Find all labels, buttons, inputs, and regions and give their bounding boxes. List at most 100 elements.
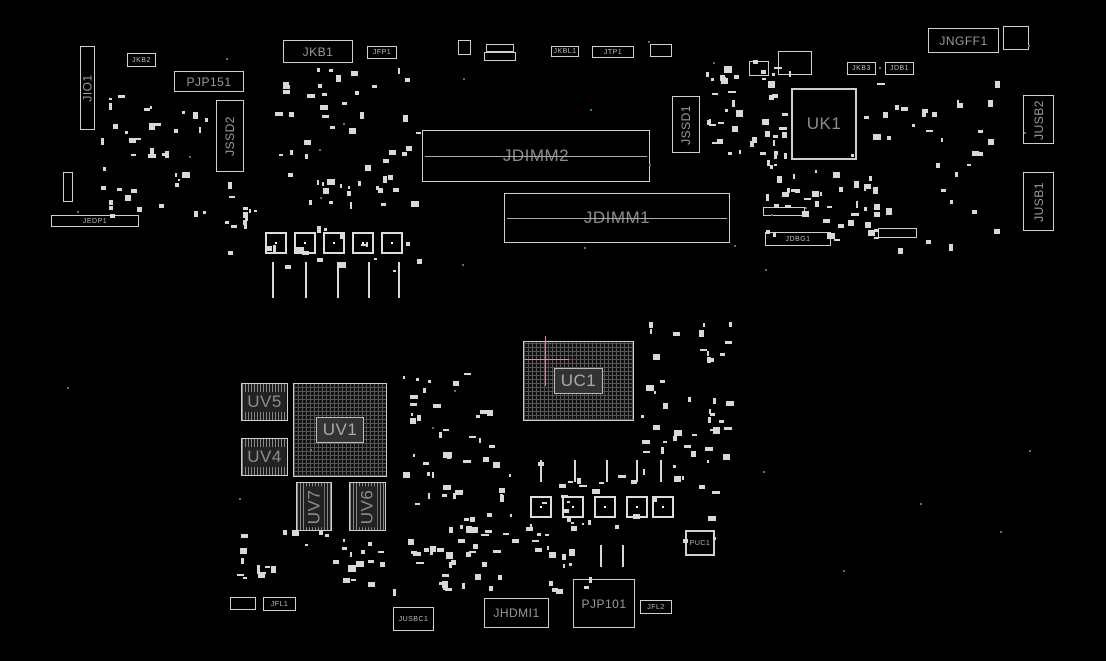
component-PUC1[interactable]: PUC1: [685, 530, 715, 556]
component-UV1[interactable]: UV1: [293, 383, 387, 477]
smd-part: [131, 188, 137, 193]
smd-part: [243, 220, 248, 226]
via: [1029, 450, 1032, 453]
component-JKBL1[interactable]: JKBL1: [551, 46, 579, 57]
smd-part: [752, 137, 758, 143]
connector-unlabeled[interactable]: [650, 44, 672, 57]
smd-part: [724, 341, 732, 345]
smd-part: [941, 137, 944, 142]
component-JKB1[interactable]: JKB1: [283, 40, 353, 63]
component-JFP1[interactable]: JFP1: [367, 46, 397, 59]
smd-part: [489, 585, 493, 591]
connector-unlabeled[interactable]: [486, 44, 514, 52]
smd-part: [321, 115, 329, 118]
smd-part: [317, 257, 323, 263]
connector-unlabeled[interactable]: [878, 228, 917, 238]
smd-part: [173, 128, 179, 134]
smd-part: [712, 427, 720, 434]
component-UK1[interactable]: UK1: [791, 88, 857, 160]
component-JNGFF1[interactable]: JNGFF1: [928, 28, 999, 53]
smd-part: [771, 73, 775, 77]
smd-part: [194, 211, 199, 218]
smd-part: [706, 350, 710, 357]
smd-part: [308, 200, 312, 205]
component-JSSD2[interactable]: JSSD2: [216, 100, 244, 172]
component-JDIMM1[interactable]: JDIMM1: [504, 193, 730, 243]
smd-part: [559, 484, 566, 488]
inductor: [652, 496, 674, 518]
component-UC1[interactable]: UC1: [523, 341, 634, 421]
smd-part: [378, 550, 384, 553]
component-UV4[interactable]: UV4: [241, 438, 288, 476]
smd-part: [242, 207, 249, 210]
smd-part: [243, 224, 248, 229]
smd-part: [567, 500, 570, 504]
connector-unlabeled[interactable]: [484, 52, 516, 61]
smd-part: [707, 417, 711, 424]
component-JHDMI1[interactable]: JHDMI1: [484, 598, 549, 628]
smd-part: [466, 526, 472, 533]
component-JKB2[interactable]: JKB2: [127, 53, 156, 67]
smd-part: [328, 68, 333, 72]
component-JDB1[interactable]: JDB1: [885, 62, 914, 75]
smd-part: [646, 385, 654, 392]
component-JUSB1[interactable]: JUSB1: [1023, 172, 1054, 231]
smd-part: [652, 425, 660, 431]
component-JDIMM2[interactable]: JDIMM2: [422, 130, 650, 182]
connector-unlabeled[interactable]: [230, 597, 256, 610]
component-JKB3[interactable]: JKB3: [847, 62, 876, 75]
connector-unlabeled[interactable]: [778, 51, 812, 75]
smd-part: [368, 582, 375, 588]
component-UV6[interactable]: UV6: [349, 482, 386, 531]
smd-part: [109, 103, 112, 110]
smd-part: [360, 549, 366, 554]
smd-part: [956, 102, 964, 109]
component-JFL2[interactable]: JFL2: [640, 600, 672, 614]
inductor: [294, 232, 316, 254]
smd-part: [382, 158, 389, 163]
component-UV7[interactable]: UV7: [296, 482, 332, 531]
component-JUSB2[interactable]: JUSB2: [1023, 95, 1054, 144]
smd-part: [773, 231, 777, 238]
component-PJP151[interactable]: PJP151: [174, 71, 244, 92]
smd-part: [393, 589, 397, 596]
smd-part: [475, 414, 480, 418]
component-JSSD1[interactable]: JSSD1: [672, 96, 700, 153]
smd-part: [403, 375, 406, 379]
connector-unlabeled[interactable]: [1003, 26, 1029, 50]
smd-part: [182, 171, 190, 179]
component-UV5[interactable]: UV5: [241, 383, 288, 421]
component-JFL1[interactable]: JFL1: [263, 597, 296, 611]
smd-part: [868, 230, 875, 236]
via: [879, 67, 882, 70]
smd-part: [509, 513, 513, 518]
component-JEDP1[interactable]: JEDP1: [51, 215, 139, 227]
smd-part: [149, 105, 153, 109]
component-JTP1[interactable]: JTP1: [592, 46, 634, 58]
smd-part: [288, 111, 294, 117]
component-JUSBC1[interactable]: JUSBC1: [393, 607, 434, 631]
via: [431, 427, 434, 430]
component-PJP101[interactable]: PJP101: [573, 579, 635, 628]
smd-part: [724, 426, 732, 430]
smd-part: [869, 175, 872, 182]
smd-part: [383, 175, 388, 183]
smd-part: [482, 561, 487, 568]
inductor: [381, 232, 403, 254]
inductor: [352, 232, 374, 254]
component-JIO1[interactable]: JIO1: [80, 46, 95, 130]
smd-part: [381, 202, 387, 207]
connector-unlabeled[interactable]: [63, 172, 73, 202]
smd-part: [457, 539, 466, 544]
connector-unlabeled[interactable]: [749, 61, 769, 76]
smd-part: [264, 566, 271, 569]
inductor: [626, 496, 648, 518]
capacitor: [660, 460, 662, 482]
via: [66, 387, 69, 390]
smd-part: [508, 474, 512, 478]
smd-part: [445, 588, 453, 591]
smd-part: [409, 418, 417, 425]
connector-unlabeled[interactable]: [458, 40, 471, 55]
connector-unlabeled[interactable]: [763, 207, 805, 216]
